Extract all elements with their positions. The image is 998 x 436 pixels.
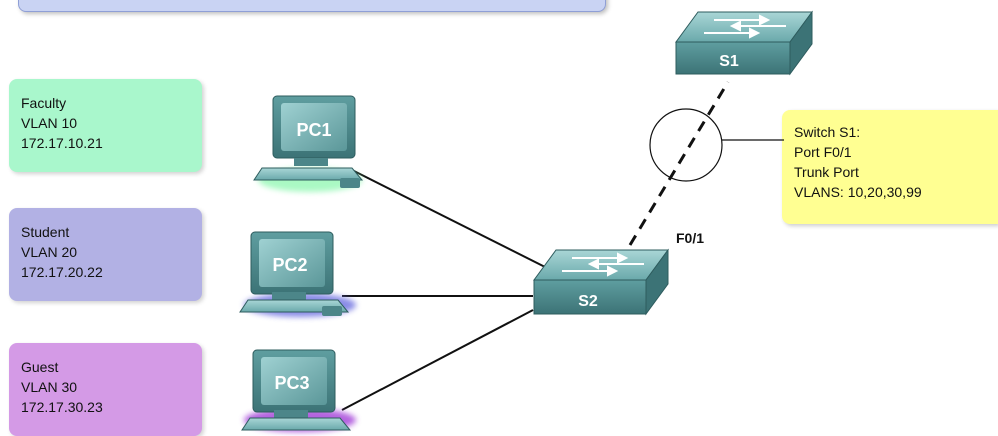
trunk-note-line: Port F0/1 (794, 144, 852, 160)
link-pc1-s2 (351, 169, 556, 273)
guest-ip: 172.17.30.23 (21, 399, 103, 415)
student-vlan: VLAN 20 (21, 244, 78, 260)
faculty-info-box: Faculty VLAN 10 172.17.10.21 (9, 79, 202, 172)
header-box (18, 0, 606, 12)
trunk-note-line: Trunk Port (794, 164, 859, 180)
pc3-label: PC3 (274, 373, 309, 393)
trunk-callout-circle (649, 108, 723, 182)
trunk-link (628, 81, 730, 246)
s2-switch-icon: S2 (533, 248, 669, 316)
faculty-role: Faculty (21, 95, 67, 111)
s1-switch-icon: S1 (675, 10, 813, 76)
pc1-computer-icon: PC1 (253, 95, 364, 192)
trunk-note-line: Switch S1: (794, 124, 861, 140)
guest-info-box: Guest VLAN 30 172.17.30.23 (9, 343, 202, 436)
faculty-vlan: VLAN 10 (21, 115, 78, 131)
guest-role: Guest (21, 359, 59, 375)
pc3-computer-icon: PC3 (241, 349, 356, 432)
s1-label: S1 (719, 53, 739, 70)
s2-label: S2 (578, 293, 598, 310)
pc1-label: PC1 (296, 120, 331, 140)
trunk-note: Switch S1: Port F0/1 Trunk Port VLANS: 1… (782, 110, 998, 224)
student-info-box: Student VLAN 20 172.17.20.22 (9, 208, 202, 301)
trunk-note-line: VLANS: 10,20,30,99 (794, 184, 922, 200)
pc2-computer-icon: PC2 (239, 231, 356, 317)
student-ip: 172.17.20.22 (21, 264, 103, 280)
trunk-port-label: F0/1 (676, 230, 704, 246)
faculty-ip: 172.17.10.21 (21, 135, 103, 151)
student-role: Student (21, 224, 70, 240)
guest-vlan: VLAN 30 (21, 379, 78, 395)
link-pc3-s2 (341, 309, 534, 411)
pc2-label: PC2 (272, 255, 307, 275)
